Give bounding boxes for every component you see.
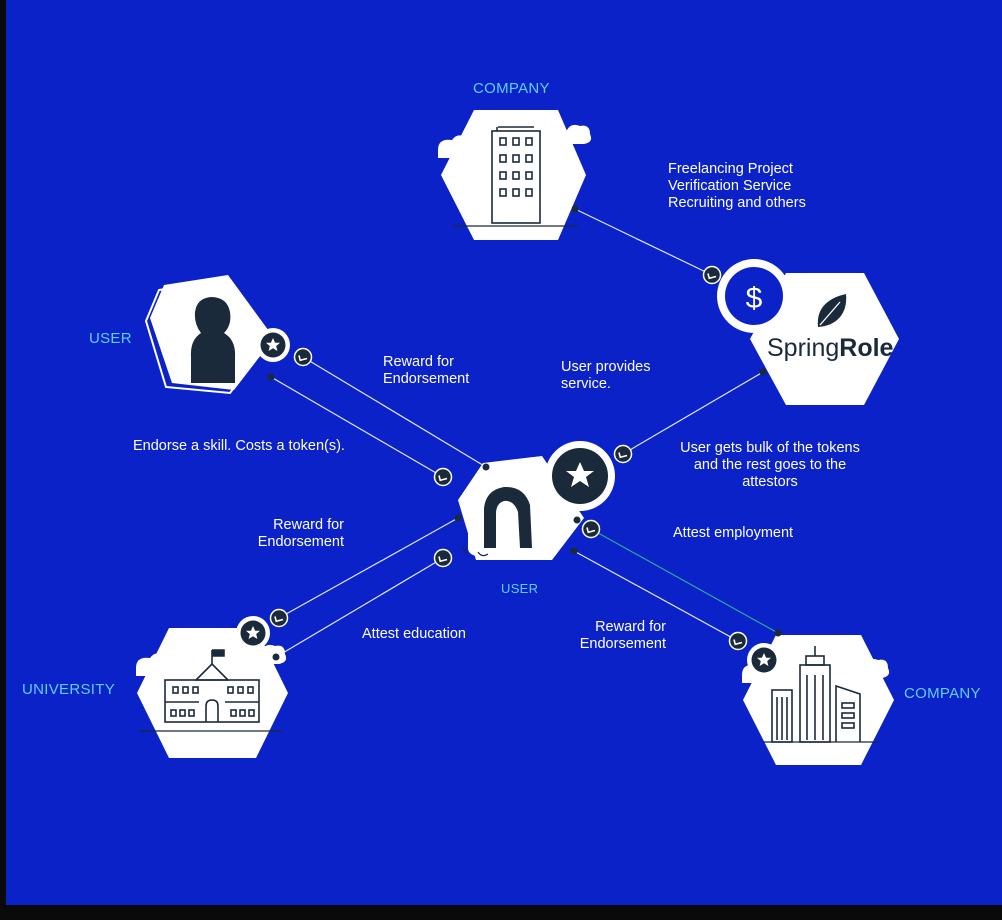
label-user-provides: User provides service.: [561, 359, 651, 392]
line-user-endorse: [270, 376, 444, 478]
company-top-node: [438, 110, 592, 240]
line-company-reward: [573, 550, 739, 642]
person-silhouette-icon: [190, 297, 236, 383]
label-attest-employment: Attest employment: [673, 525, 794, 541]
line-springrole-user: [622, 371, 764, 455]
dollar-icon: $: [746, 282, 763, 315]
university-node: [136, 608, 289, 758]
company-top-title: COMPANY: [473, 80, 550, 97]
label-freelancing: Freelancing Project Verification Service…: [668, 161, 806, 211]
university-title: UNIVERSITY: [22, 681, 116, 698]
line-uni-reward: [278, 517, 459, 619]
city-buildings-icon: [771, 646, 861, 743]
university-building-icon: [164, 649, 260, 723]
leaf-icon: [817, 294, 847, 327]
person-silhouette-icon: [484, 486, 532, 548]
springrole-node: $ SpringRole: [702, 259, 899, 405]
line-user-reward-top: [302, 356, 487, 468]
label-bulk-tokens: User gets bulk of the tokens and the res…: [680, 440, 860, 490]
springrole-logo: SpringRole: [767, 334, 894, 362]
line-company-attest: [590, 528, 779, 634]
user-center-node: [433, 441, 633, 568]
flow-diagram: $ SpringRole: [136, 110, 899, 765]
line-uni-attest: [275, 557, 444, 658]
label-reward-top: Reward for Endorsement: [383, 354, 470, 387]
user-left-title: USER: [89, 330, 132, 347]
office-building-icon: [491, 126, 541, 224]
label-reward-left: Reward for Endorsement: [257, 517, 344, 550]
company-bottom-title: COMPANY: [904, 685, 981, 702]
company-bottom-node: [728, 629, 894, 765]
connector-lines: [270, 208, 779, 658]
user-left-node: [144, 275, 313, 395]
user-center-title: USER: [501, 581, 539, 596]
label-reward-bottom: Reward for Endorsement: [579, 619, 666, 652]
line-company-springrole: [574, 208, 713, 276]
label-endorse-skill: Endorse a skill. Costs a token(s).: [133, 438, 345, 454]
diagram-canvas: $ SpringRole: [6, 0, 1002, 905]
label-attest-education: Attest education: [362, 626, 466, 642]
